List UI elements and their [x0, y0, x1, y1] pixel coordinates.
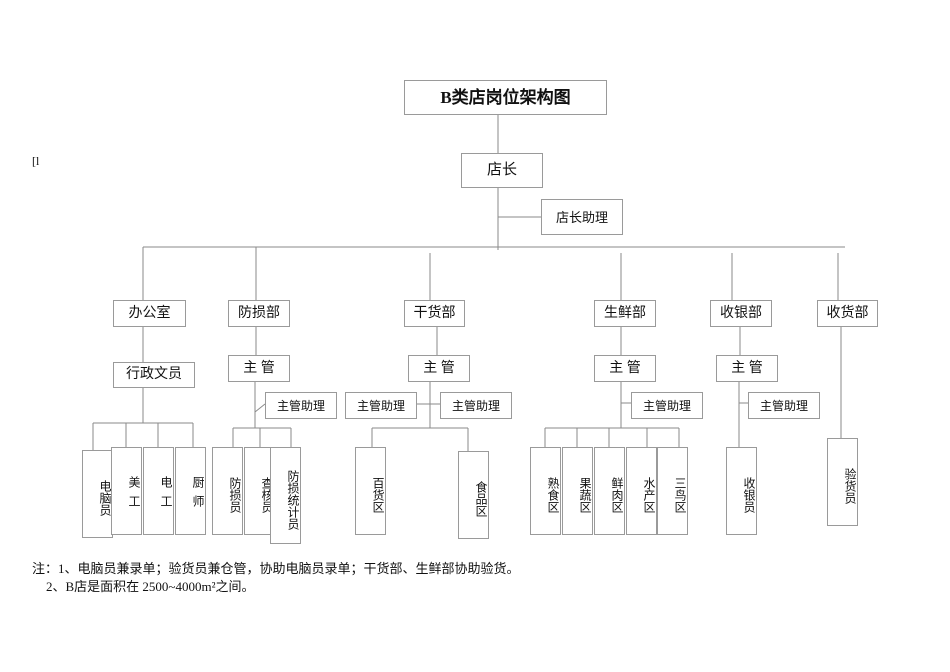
- note-2: 2、B店是面积在 2500~4000m²之间。: [46, 579, 255, 594]
- supervisor-cashier: 主 管: [716, 355, 778, 382]
- staff-loss-prevention-officer: 防损员: [212, 447, 243, 535]
- staff-artist: 美工: [111, 447, 142, 535]
- dept-office: 办公室: [113, 300, 186, 327]
- zone-general-merchandise: 百货区: [355, 447, 386, 535]
- supervisor-loss-prevention: 主 管: [228, 355, 290, 382]
- zone-produce: 果蔬区: [562, 447, 593, 535]
- staff-inspector: 验货员: [827, 438, 858, 526]
- zone-seafood: 水产区: [626, 447, 657, 535]
- note-1: 注：1、电脑员兼录单；验货员兼仓管，协助电脑员录单；干货部、生鲜部协助验货。: [32, 561, 520, 576]
- staff-electrician: 电工: [143, 447, 174, 535]
- zone-food: 食品区: [458, 451, 489, 539]
- staff-computer-clerk: 电脑员: [82, 450, 113, 538]
- dept-receiving: 收货部: [817, 300, 878, 327]
- supervisor-fresh: 主 管: [594, 355, 656, 382]
- staff-auditor: 查核员: [244, 447, 275, 535]
- supervisor-assistant-dry-goods-right: 主管助理: [440, 392, 512, 419]
- chart-title: B类店岗位架构图: [404, 80, 607, 115]
- supervisor-assistant-loss-prevention: 主管助理: [265, 392, 337, 419]
- staff-cook: 厨师: [175, 447, 206, 535]
- admin-clerk-box: 行政文员: [113, 362, 195, 388]
- supervisor-assistant-fresh: 主管助理: [631, 392, 703, 419]
- dept-cashier: 收银部: [710, 300, 772, 327]
- zone-deli: 熟食区: [530, 447, 561, 535]
- dept-loss-prevention: 防损部: [228, 300, 290, 327]
- zone-poultry: 三鸟区: [657, 447, 688, 535]
- supervisor-assistant-cashier: 主管助理: [748, 392, 820, 419]
- zone-fresh-meat: 鲜肉区: [594, 447, 625, 535]
- staff-loss-statistician: 防损统计员: [270, 447, 301, 544]
- supervisor-assistant-dry-goods-left: 主管助理: [345, 392, 417, 419]
- supervisor-dry-goods: 主 管: [408, 355, 470, 382]
- store-manager-assistant-box: 店长助理: [541, 199, 623, 235]
- side-mark: [l: [32, 154, 40, 168]
- dept-fresh: 生鲜部: [594, 300, 656, 327]
- staff-cashier: 收银员: [726, 447, 757, 535]
- dept-dry-goods: 干货部: [404, 300, 465, 327]
- store-manager-box: 店长: [461, 153, 543, 188]
